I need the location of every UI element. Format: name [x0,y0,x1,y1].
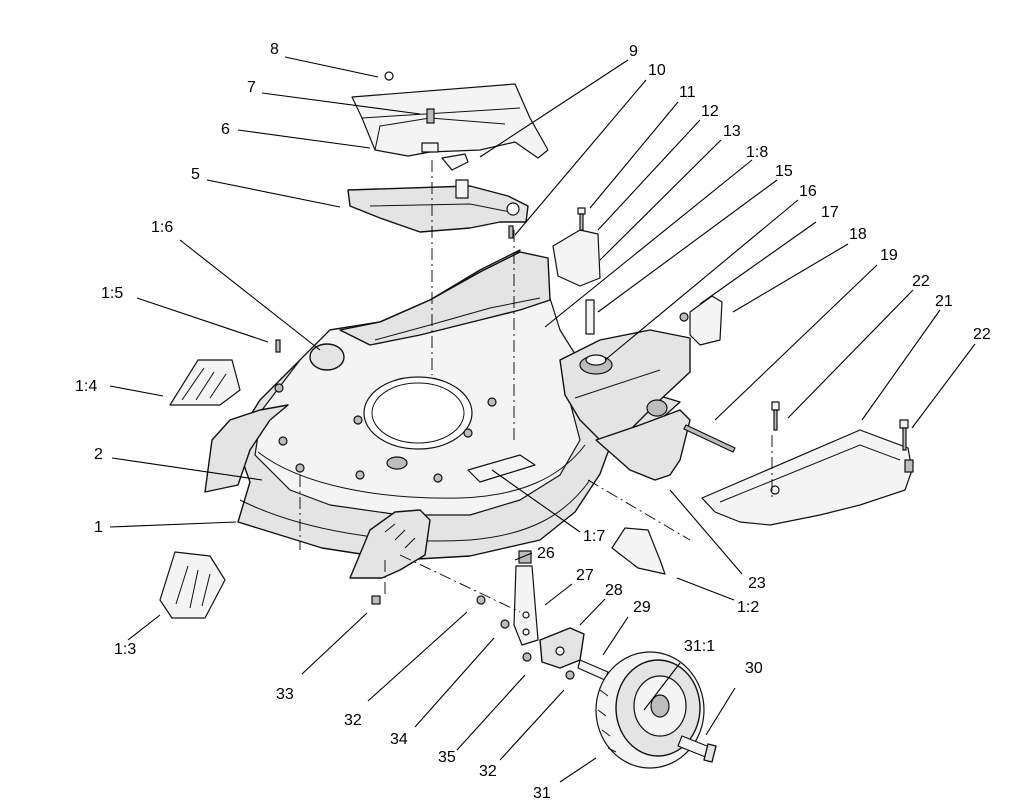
leader-lines [109,56,976,783]
part-axle-bolt-30 [677,735,717,763]
callout-22b: 22 [973,326,991,343]
part-mounting-bracket [347,179,529,239]
callout-1-5: 1:5 [101,285,123,302]
part-wheel-bracket-28 [539,627,585,669]
callout-23: 23 [748,575,766,592]
callout-27: 27 [576,567,594,584]
center-lines [299,160,773,613]
callout-28: 28 [605,582,623,599]
callout-21: 21 [935,293,953,310]
callout-labels: 8 7 6 5 9 10 11 12 13 1:8 15 16 17 18 19… [75,41,991,802]
part-wheel-bracket-27 [513,550,539,646]
callout-1: 1 [94,519,103,536]
part-deflector-1-3 [159,551,226,619]
callout-15: 15 [775,163,793,180]
part-left-bumper [204,404,289,493]
part-bolt-29 [577,659,609,681]
callout-1-8: 1:8 [746,144,768,161]
callout-33: 33 [276,686,294,703]
callout-22a: 22 [912,273,930,290]
callout-18: 18 [849,226,867,243]
callout-29: 29 [633,599,651,616]
callout-1-7: 1:7 [583,528,605,545]
callout-11: 11 [679,84,696,101]
callout-6: 6 [221,121,230,138]
callout-1-4: 1:4 [75,378,97,395]
callout-13: 13 [723,123,741,140]
callout-30: 30 [745,660,763,677]
callout-31-1: 31:1 [684,638,715,655]
callout-2: 2 [94,446,103,463]
part-rear-flap [611,527,666,575]
callout-10: 10 [648,62,666,79]
callout-26: 26 [537,545,555,562]
part-small-nuts [476,595,575,680]
callout-32b: 32 [479,763,497,780]
part-rear-cover [701,429,914,526]
callout-7: 7 [247,79,256,96]
callout-1-6: 1:6 [151,219,173,236]
callout-9: 9 [629,43,638,60]
callout-12: 12 [701,103,719,120]
fasteners [274,207,909,473]
part-mower-deck [234,229,691,561]
part-deflector-1-4 [169,359,241,406]
callout-32a: 32 [344,712,362,729]
part-front-bracket [349,509,431,605]
part-rod [683,424,736,453]
callout-5: 5 [191,166,200,183]
callout-31: 31 [533,785,551,802]
part-upper-cover [351,71,549,171]
callout-19: 19 [880,247,898,264]
callout-1-2: 1:2 [737,599,759,616]
callout-16: 16 [799,183,817,200]
callout-17: 17 [821,204,839,221]
callout-35: 35 [438,749,456,766]
callout-34: 34 [390,731,408,748]
callout-8: 8 [270,41,279,58]
callout-1-3: 1:3 [114,641,136,658]
part-wheel-31 [595,651,705,769]
